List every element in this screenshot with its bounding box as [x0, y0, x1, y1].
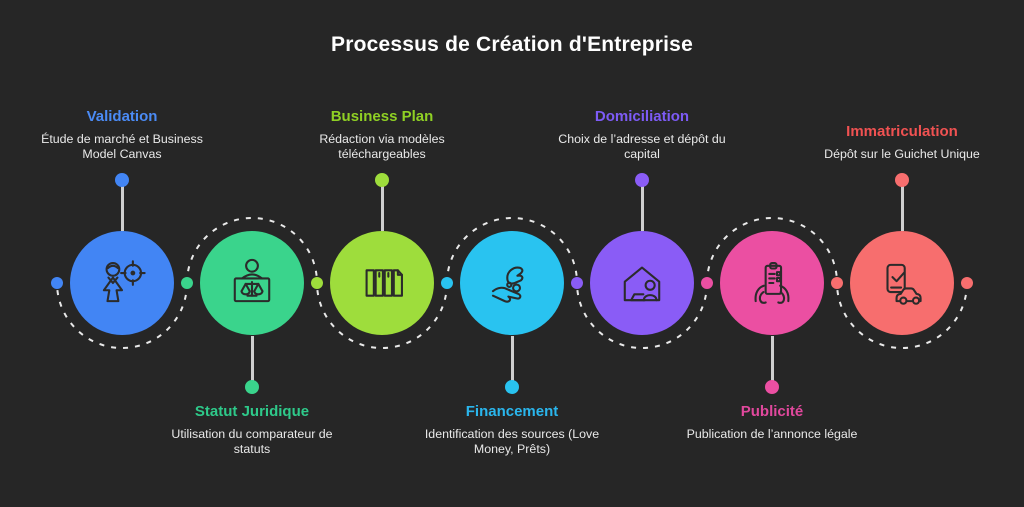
step-label: Immatriculation Dépôt sur le Guichet Uni… — [797, 92, 1007, 162]
books-icon — [365, 269, 403, 297]
house-person-icon — [623, 266, 661, 302]
stem-dot — [375, 173, 389, 187]
clipboard-hands-icon — [754, 262, 790, 304]
step-description: Choix de l’adresse et dépôt du capital — [558, 131, 726, 161]
junction-dot — [441, 277, 453, 289]
page-title: Processus de Création d'Entreprise — [331, 33, 693, 56]
stem-dot — [115, 173, 129, 187]
stem-dot — [635, 173, 649, 187]
junction-dot — [961, 277, 973, 289]
step-description: Utilisation du comparateur de statuts — [171, 427, 333, 457]
connector-stem — [250, 336, 254, 383]
step-title: Validation — [86, 107, 158, 125]
step-financement: Financement Identification des sources (… — [425, 0, 599, 507]
connector-stem — [120, 184, 124, 231]
step-circle — [200, 231, 304, 335]
step-immatriculation: Immatriculation Dépôt sur le Guichet Uni… — [824, 0, 980, 507]
stem-dot — [765, 380, 779, 394]
step-title: Domiciliation — [594, 107, 690, 125]
step-domiciliation: Domiciliation Choix de l’adresse et dépô… — [558, 0, 726, 507]
connector-stem — [640, 184, 644, 231]
step-circle — [590, 231, 694, 335]
stem-dot — [895, 173, 909, 187]
step-publicite: Publicité Publication de l’annonce légal… — [687, 0, 857, 507]
junction-dot — [51, 277, 63, 289]
junction-dot — [701, 277, 713, 289]
step-title: Immatriculation — [846, 122, 958, 140]
hands-coins-icon — [491, 266, 524, 303]
step-description: Étude de marché et Business Model Canvas — [41, 131, 203, 161]
junction-dot — [831, 277, 843, 289]
step-statut-juridique: Statut Juridique Utilisation du comparat… — [171, 0, 333, 507]
step-circle — [330, 231, 434, 335]
step-label: Business Plan Rédaction via modèles télé… — [277, 92, 487, 162]
connector-stem — [900, 184, 904, 231]
step-validation: Validation Étude de marché et Business M… — [41, 0, 203, 507]
step-label: Publicité Publication de l’annonce légal… — [667, 403, 877, 442]
step-circle — [850, 231, 954, 335]
step-title: Financement — [465, 403, 559, 420]
junction-dot — [311, 277, 323, 289]
junction-dot — [571, 277, 583, 289]
step-circle — [720, 231, 824, 335]
step-circle — [460, 231, 564, 335]
connector-stem — [380, 184, 384, 231]
step-description: Dépôt sur le Guichet Unique — [824, 146, 980, 161]
step-label: Domiciliation Choix de l’adresse et dépô… — [537, 92, 747, 162]
connector-stem — [770, 336, 774, 383]
step-circle — [70, 231, 174, 335]
step-description: Identification des sources (Love Money, … — [424, 427, 600, 457]
phone-check-car-icon — [886, 263, 922, 305]
step-label: Financement Identification des sources (… — [407, 403, 617, 457]
stem-dot — [505, 380, 519, 394]
step-label: Validation Étude de marché et Business M… — [17, 92, 227, 162]
step-title: Statut Juridique — [194, 403, 310, 420]
person-target-icon — [102, 260, 146, 303]
step-description: Publication de l’annonce légale — [686, 427, 858, 441]
junction-dot — [181, 277, 193, 289]
connector-stem — [510, 336, 514, 383]
step-label: Statut Juridique Utilisation du comparat… — [147, 403, 357, 457]
person-scales-icon — [233, 258, 271, 303]
step-description: Rédaction via modèles téléchargeables — [319, 131, 445, 161]
step-title: Business Plan — [330, 107, 434, 125]
step-title: Publicité — [740, 403, 804, 420]
stem-dot — [245, 380, 259, 394]
